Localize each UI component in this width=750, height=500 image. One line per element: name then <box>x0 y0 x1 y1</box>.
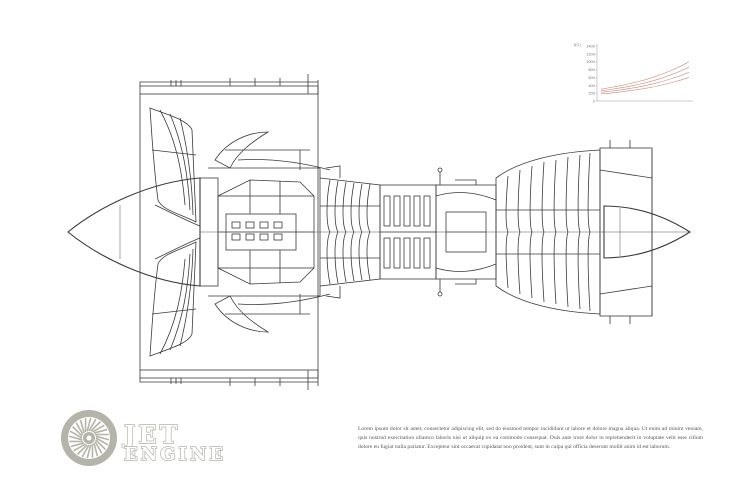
title-line-2: ENGINE <box>124 444 226 465</box>
logo-blade <box>95 435 110 441</box>
logo-blade <box>70 442 85 448</box>
inlet-spinner <box>67 177 201 287</box>
logo-blade <box>76 444 88 455</box>
description-text: Lorem ipsum dolor sit amet, consectetur … <box>358 426 703 450</box>
chart-y-label: t(C) <box>574 42 581 47</box>
logo-blade <box>94 441 103 454</box>
logo-blade <box>79 419 85 434</box>
chart-series-line-2 <box>600 66 690 92</box>
logo-blade <box>73 443 86 452</box>
chart-y-tick-label: 600 <box>588 75 595 80</box>
logo-blade <box>95 439 106 451</box>
chart-series-line-4 <box>600 77 690 95</box>
logo-blade <box>72 425 83 437</box>
chart-y-tick-label: 0 <box>593 99 596 104</box>
fan-casing <box>139 74 319 390</box>
chart-y-tick-label: 200 <box>588 91 595 96</box>
chart-y-tick-label: 400 <box>588 83 595 88</box>
logo-blade <box>93 428 108 434</box>
fan-blades <box>149 107 201 357</box>
logo-blade <box>90 421 102 432</box>
logo-blade <box>95 437 109 446</box>
bypass-duct <box>208 131 331 333</box>
title-line-1: JET <box>122 420 181 449</box>
chart-y-tick-label: 800 <box>588 67 595 72</box>
logo-blade <box>68 435 83 441</box>
chart-series-line-1 <box>600 61 690 90</box>
chart-series-line-3 <box>600 72 690 93</box>
logo-blade <box>92 424 105 433</box>
logo-blade <box>81 444 90 458</box>
logo-blade <box>75 422 84 435</box>
logo-blade <box>93 442 99 457</box>
logo-blade <box>69 430 83 439</box>
logo-blade <box>86 444 92 459</box>
chart-y-tick-label: 1200 <box>586 51 596 56</box>
logo-blade <box>88 418 97 432</box>
temperature-chart: t(C) 1400 1200 1000 800 600 400 200 0 <box>574 42 693 104</box>
chart-y-tick-label: 1000 <box>586 59 596 64</box>
chart-y-tick-label: 1400 <box>586 44 596 49</box>
turbine-fan-icon <box>61 410 117 466</box>
logo-blade <box>86 417 92 432</box>
